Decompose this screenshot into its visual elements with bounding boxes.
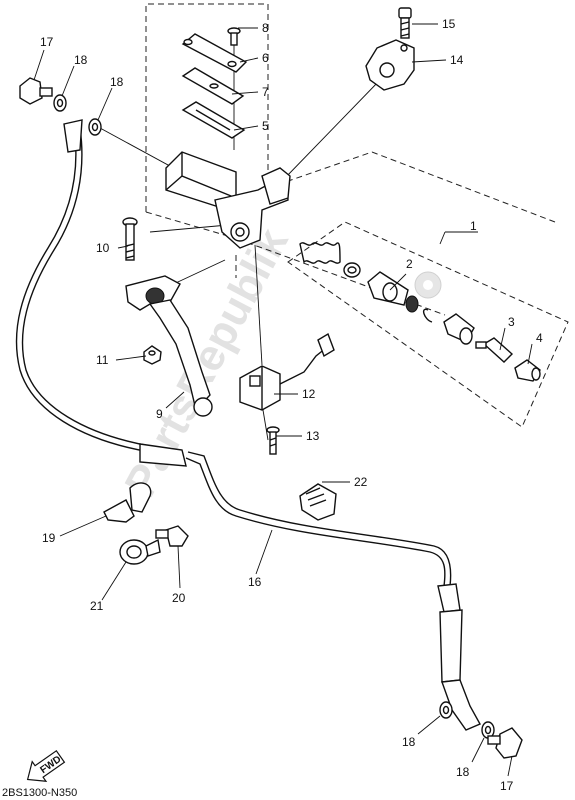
callout-12: 12 bbox=[302, 387, 316, 401]
callout-18-top-a: 18 bbox=[74, 53, 88, 67]
callout-8: 8 bbox=[262, 21, 269, 35]
gear-watermark-icon bbox=[414, 271, 442, 299]
callout-7: 7 bbox=[262, 85, 269, 99]
piston-kit-1 bbox=[299, 242, 475, 345]
cap-6 bbox=[181, 33, 248, 73]
callout-19: 19 bbox=[42, 531, 56, 545]
callout-3: 3 bbox=[508, 315, 515, 329]
callout-21: 21 bbox=[90, 599, 104, 613]
washer-18-bottom-b bbox=[481, 721, 495, 739]
brake-switch-12 bbox=[239, 332, 335, 411]
callout-14: 14 bbox=[450, 53, 464, 67]
banjo-bolt-17-top bbox=[19, 77, 53, 105]
callout-11: 11 bbox=[96, 353, 109, 367]
fwd-arrow-icon: FWD bbox=[26, 749, 66, 782]
callout-15: 15 bbox=[442, 17, 456, 31]
brake-lever-9 bbox=[125, 275, 213, 417]
callout-4: 4 bbox=[536, 331, 543, 345]
callout-6: 6 bbox=[262, 51, 269, 65]
callout-18-top-b: 18 bbox=[110, 75, 124, 89]
banjo-bolt-17-bottom bbox=[487, 727, 523, 759]
boot-4 bbox=[514, 359, 541, 382]
callout-18-bottom-a: 18 bbox=[402, 735, 416, 749]
clamp-21 bbox=[119, 538, 161, 565]
reservoir-cap-stack bbox=[181, 27, 248, 139]
callout-20: 20 bbox=[172, 591, 186, 605]
washer-18-bottom-a bbox=[439, 701, 453, 719]
callout-labels: 8 6 7 5 15 14 1 2 3 4 10 11 9 12 13 17 1… bbox=[40, 17, 543, 793]
plate-7 bbox=[181, 67, 245, 105]
screw-8 bbox=[227, 27, 241, 46]
washer-18-top-a bbox=[53, 94, 67, 112]
bolt-15 bbox=[398, 7, 412, 39]
callout-1: 1 bbox=[470, 219, 477, 233]
clip-22 bbox=[299, 483, 337, 521]
callout-22: 22 bbox=[354, 475, 368, 489]
pushrod-3 bbox=[475, 337, 514, 363]
callout-leaders bbox=[33, 23, 533, 777]
callout-10: 10 bbox=[96, 241, 110, 255]
washer-18-top-b bbox=[88, 118, 102, 136]
bolt-20 bbox=[155, 525, 189, 547]
screw-13 bbox=[266, 426, 280, 455]
hose-guide-19 bbox=[103, 482, 152, 523]
diaphragm-5 bbox=[181, 101, 246, 139]
callout-5: 5 bbox=[262, 119, 269, 133]
callout-2: 2 bbox=[406, 257, 413, 271]
callout-17-bottom: 17 bbox=[500, 779, 514, 793]
callout-13: 13 bbox=[306, 429, 320, 443]
callout-18-bottom-b: 18 bbox=[456, 765, 470, 779]
diagram-code: 2BS1300-N350 bbox=[2, 787, 77, 799]
nut-11 bbox=[143, 345, 162, 365]
brake-hose-16 bbox=[15, 119, 481, 731]
callout-9: 9 bbox=[156, 407, 163, 421]
clamp-14 bbox=[365, 39, 415, 91]
callout-16: 16 bbox=[248, 575, 262, 589]
master-cylinder-body bbox=[165, 151, 291, 249]
callout-17-top: 17 bbox=[40, 35, 54, 49]
bolt-10 bbox=[122, 217, 138, 261]
